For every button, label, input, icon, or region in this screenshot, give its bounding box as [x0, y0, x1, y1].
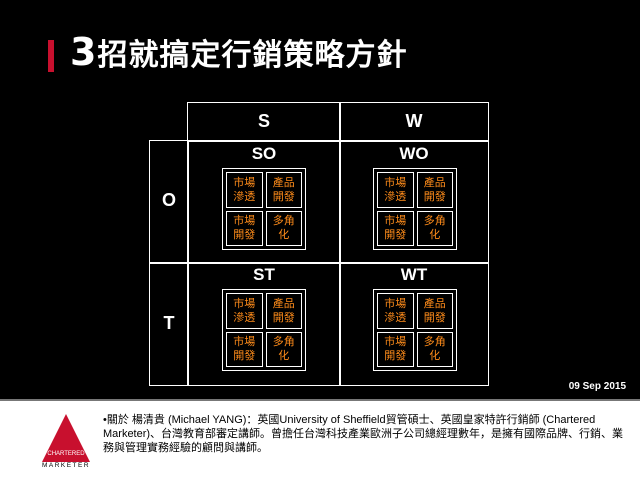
col-header-w: W — [339, 111, 489, 132]
strategy-cell: 多角 化 — [266, 211, 303, 247]
strategy-cell: 市場 開發 — [377, 332, 414, 368]
strategy-grid-so: 市場 滲透 產品 開發 市場 開發 多角 化 — [222, 168, 306, 250]
strategy-cell: 產品 開發 — [266, 172, 303, 208]
quadrant-label-so: SO — [187, 144, 341, 164]
strategy-cell: 市場 開發 — [377, 211, 414, 247]
strategy-cell: 產品 開發 — [417, 293, 454, 329]
strategy-cell: 市場 開發 — [226, 332, 263, 368]
strategy-grid-wo: 市場 滲透 產品 開發 市場 開發 多角 化 — [373, 168, 457, 250]
quadrant-label-wt: WT — [339, 265, 489, 285]
strategy-cell: 多角 化 — [266, 332, 303, 368]
strategy-cell: 產品 開發 — [417, 172, 454, 208]
strategy-cell: 市場 滲透 — [377, 293, 414, 329]
quadrant-label-wo: WO — [339, 144, 489, 164]
col-header-s: S — [187, 111, 341, 132]
logo-line1: CHARTERED — [47, 451, 85, 457]
strategy-grid-st: 市場 滲透 產品 開發 市場 開發 多角 化 — [222, 289, 306, 371]
chartered-marketer-logo: CHARTERED — [40, 412, 92, 464]
strategy-cell: 市場 滲透 — [226, 172, 263, 208]
slide-date: 09 Sep 2015 — [569, 381, 626, 392]
quadrant-label-st: ST — [187, 265, 341, 285]
strategy-cell: 多角 化 — [417, 332, 454, 368]
strategy-cell: 市場 滲透 — [226, 293, 263, 329]
row-header-t: T — [149, 313, 189, 334]
strategy-cell: 多角 化 — [417, 211, 454, 247]
speaker-bio: •關於 楊清貴 (Michael YANG)：英國University of S… — [103, 413, 628, 455]
strategy-cell: 產品 開發 — [266, 293, 303, 329]
strategy-cell: 市場 滲透 — [377, 172, 414, 208]
strategy-grid-wt: 市場 滲透 產品 開發 市場 開發 多角 化 — [373, 289, 457, 371]
strategy-cell: 市場 開發 — [226, 211, 263, 247]
logo-line2: MARKETER — [36, 462, 96, 469]
row-header-o: O — [149, 190, 189, 211]
